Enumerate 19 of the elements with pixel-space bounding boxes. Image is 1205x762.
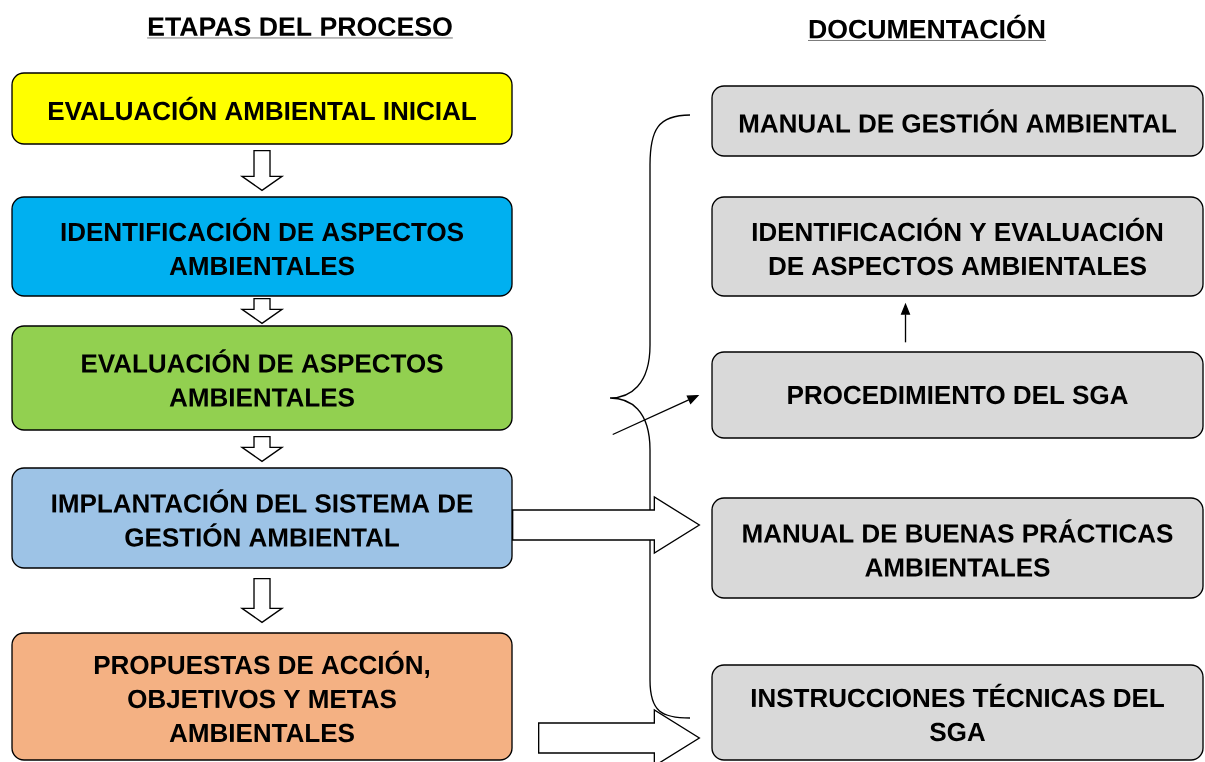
- document-box: IDENTIFICACIÓN Y EVALUACIÓN DE ASPECTOS AMBIENTALES: [711, 196, 1204, 297]
- document-box: INSTRUCCIONES TÉCNICAS DEL SGA: [711, 664, 1204, 761]
- process-box: EVALUACIÓN DE ASPECTOS AMBIENTALES: [11, 325, 513, 431]
- block-arrow: [239, 150, 285, 192]
- column-heading: ETAPAS DEL PROCESO: [146, 17, 454, 39]
- document-box: MANUAL DE GESTIÓN AMBIENTAL: [711, 85, 1204, 157]
- document-box: MANUAL DE BUENAS PRÁCTICAS AMBIENTALES: [711, 497, 1204, 599]
- column-heading: DOCUMENTACIÓN: [807, 14, 1047, 41]
- process-box: IMPLANTACIÓN DEL SISTEMA DE GESTIÓN AMBIENTAL: [11, 467, 513, 569]
- block-arrow: [239, 578, 285, 624]
- process-box: IDENTIFICACIÓN DE ASPECTOS AMBIENTALES: [11, 196, 513, 297]
- block-arrow: [538, 708, 701, 762]
- block-arrow: [239, 436, 285, 463]
- document-box: PROCEDIMIENTO DEL SGA: [711, 351, 1204, 439]
- process-box: PROPUESTAS DE ACCIÓN, OBJETIVOS Y METAS AMBIENTALES: [11, 632, 513, 761]
- block-arrow: [239, 298, 285, 325]
- brace: [609, 114, 691, 719]
- process-box: EVALUACIÓN AMBIENTAL INICIAL: [11, 72, 513, 145]
- block-arrow: [512, 495, 701, 555]
